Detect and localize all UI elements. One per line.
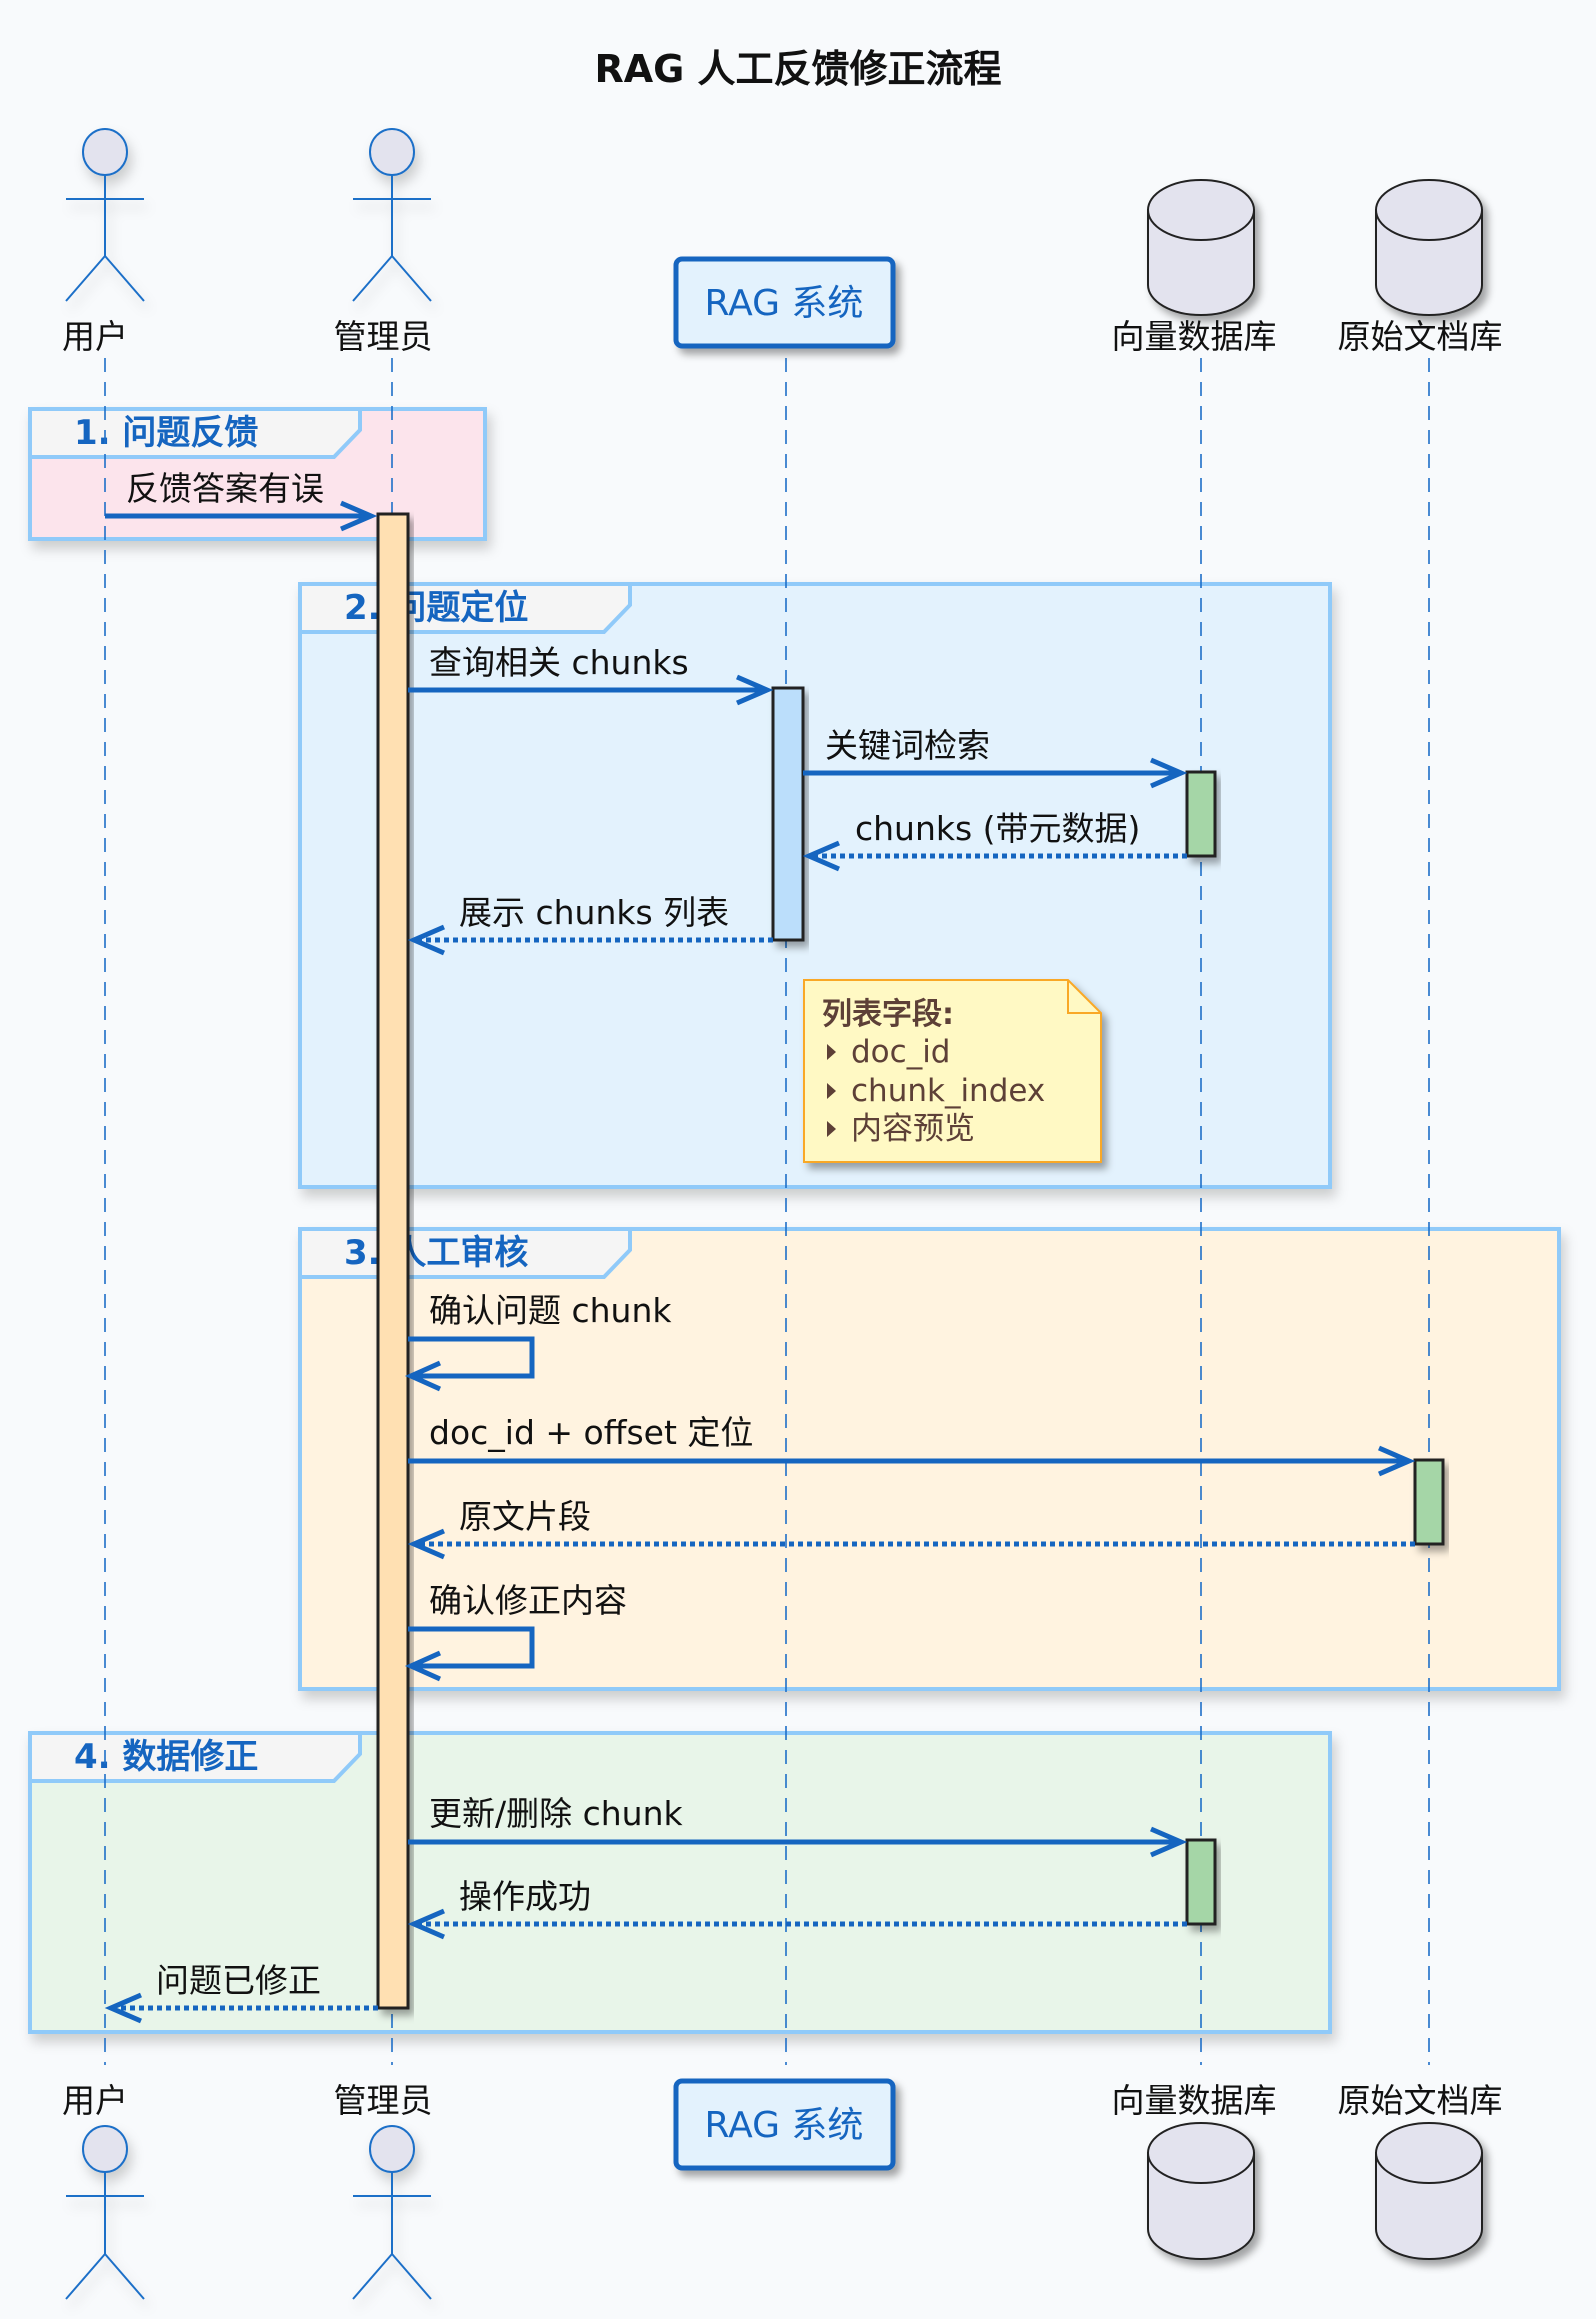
message-success: 操作成功 bbox=[407, 1877, 1187, 1940]
participant-docdb-bottom: 原始文档库 bbox=[1338, 2081, 1503, 2260]
message-label: 反馈答案有误 bbox=[126, 469, 324, 508]
participant-label: 原始文档库 bbox=[1338, 317, 1503, 356]
activation-rag bbox=[771, 686, 805, 942]
note-item: doc_id bbox=[851, 1034, 950, 1070]
arrowhead-icon bbox=[802, 840, 840, 872]
participant-label: 用户 bbox=[62, 2081, 128, 2120]
arrowhead-icon bbox=[1150, 757, 1188, 789]
participant-admin-top: 管理员 bbox=[334, 128, 433, 356]
message-label: doc_id + offset 定位 bbox=[429, 1413, 753, 1452]
participant-label: RAG 系统 bbox=[705, 2105, 864, 2146]
arrowhead-icon bbox=[1150, 1826, 1188, 1858]
database-icon bbox=[1147, 2122, 1255, 2260]
activation-docdb bbox=[1413, 1458, 1445, 1546]
message-label: 查询相关 chunks bbox=[429, 643, 689, 682]
bullet-triangle-icon bbox=[827, 1083, 836, 1099]
actor-icon bbox=[65, 2125, 145, 2300]
arrowhead-icon bbox=[407, 1528, 445, 1560]
arrowhead-icon bbox=[340, 500, 378, 532]
message-doc-locate: doc_id + offset 定位 bbox=[408, 1413, 1416, 1477]
participant-vecdb-bottom: 向量数据库 bbox=[1112, 2081, 1277, 2260]
message-label: chunks (带元数据) bbox=[855, 809, 1140, 848]
participant-box bbox=[673, 256, 896, 349]
database-icon bbox=[1375, 2122, 1483, 2260]
message-fixed: 问题已修正 bbox=[104, 1961, 378, 2024]
participant-docdb-top: 原始文档库 bbox=[1338, 179, 1503, 356]
activation-vecdb bbox=[1185, 1838, 1217, 1926]
participant-label: 管理员 bbox=[334, 2081, 433, 2120]
bullet-triangle-icon bbox=[827, 1044, 836, 1060]
arrowhead-icon bbox=[407, 1908, 445, 1940]
group-4-fix: 4. 数据修正 bbox=[28, 1731, 1332, 2034]
message-query-chunks: 查询相关 chunks bbox=[408, 643, 774, 706]
activation-vecdb bbox=[1185, 770, 1217, 858]
message-label: 问题已修正 bbox=[156, 1961, 321, 2000]
message-original-text: 原文片段 bbox=[407, 1497, 1415, 1560]
participant-vecdb-top: 向量数据库 bbox=[1112, 179, 1277, 356]
participant-label: RAG 系统 bbox=[705, 283, 864, 324]
arrowhead-icon bbox=[404, 1650, 442, 1682]
note-content: 列表字段: doc_id chunk_index 内容预览 bbox=[822, 997, 1045, 1147]
note-item: 内容预览 bbox=[851, 1111, 975, 1147]
message-confirm-chunk: 确认问题 chunk bbox=[404, 1291, 672, 1392]
note-item: chunk_index bbox=[851, 1073, 1045, 1109]
participant-box bbox=[673, 2078, 896, 2171]
message-label: 原文片段 bbox=[459, 1497, 591, 1536]
message-feedback: 反馈答案有误 bbox=[105, 469, 378, 532]
arrowhead-icon bbox=[404, 1360, 442, 1392]
group-label: 4. 数据修正 bbox=[74, 1737, 258, 1777]
message-label: 操作成功 bbox=[459, 1877, 591, 1916]
participant-label: 原始文档库 bbox=[1338, 2081, 1503, 2120]
database-icon bbox=[1147, 179, 1255, 316]
group-label: 2. 问题定位 bbox=[344, 588, 528, 628]
database-icon bbox=[1375, 179, 1483, 316]
note-list-fields bbox=[803, 979, 1102, 1163]
actor-icon bbox=[352, 128, 432, 302]
participant-label: 管理员 bbox=[334, 317, 433, 356]
participant-label: 用户 bbox=[62, 317, 128, 356]
group-label: 1. 问题反馈 bbox=[74, 413, 258, 453]
note-title: 列表字段: bbox=[822, 997, 954, 1032]
participant-user-bottom: 用户 bbox=[62, 2081, 145, 2300]
arrowhead-icon bbox=[104, 1992, 142, 2024]
bullet-triangle-icon bbox=[827, 1121, 836, 1137]
message-label: 确认问题 chunk bbox=[429, 1291, 672, 1330]
message-label: 确认修正内容 bbox=[429, 1581, 627, 1620]
participant-label: 向量数据库 bbox=[1112, 2081, 1277, 2120]
message-label: 展示 chunks 列表 bbox=[459, 893, 729, 932]
message-label: 关键词检索 bbox=[825, 726, 990, 765]
message-chunks-return: chunks (带元数据) bbox=[802, 809, 1187, 872]
participant-rag-bottom: RAG 系统 bbox=[673, 2078, 896, 2171]
actor-icon bbox=[65, 128, 145, 302]
message-show-list: 展示 chunks 列表 bbox=[407, 893, 773, 956]
arrowhead-icon bbox=[1378, 1445, 1416, 1477]
participant-label: 向量数据库 bbox=[1112, 317, 1277, 356]
message-keyword-search: 关键词检索 bbox=[803, 726, 1188, 789]
arrowhead-icon bbox=[407, 924, 445, 956]
participant-admin-bottom: 管理员 bbox=[334, 2081, 433, 2300]
actor-icon bbox=[352, 2125, 432, 2300]
arrowhead-icon bbox=[736, 674, 774, 706]
message-label: 更新/删除 chunk bbox=[429, 1794, 683, 1833]
message-confirm-fix: 确认修正内容 bbox=[404, 1581, 627, 1682]
group-label: 3. 人工审核 bbox=[344, 1233, 528, 1273]
participant-user-top: 用户 bbox=[62, 128, 145, 356]
message-update-delete: 更新/删除 chunk bbox=[408, 1794, 1188, 1858]
activation-admin bbox=[376, 512, 410, 2010]
diagram-title: RAG 人工反馈修正流程 bbox=[594, 47, 1001, 91]
participant-rag-top: RAG 系统 bbox=[673, 256, 896, 349]
